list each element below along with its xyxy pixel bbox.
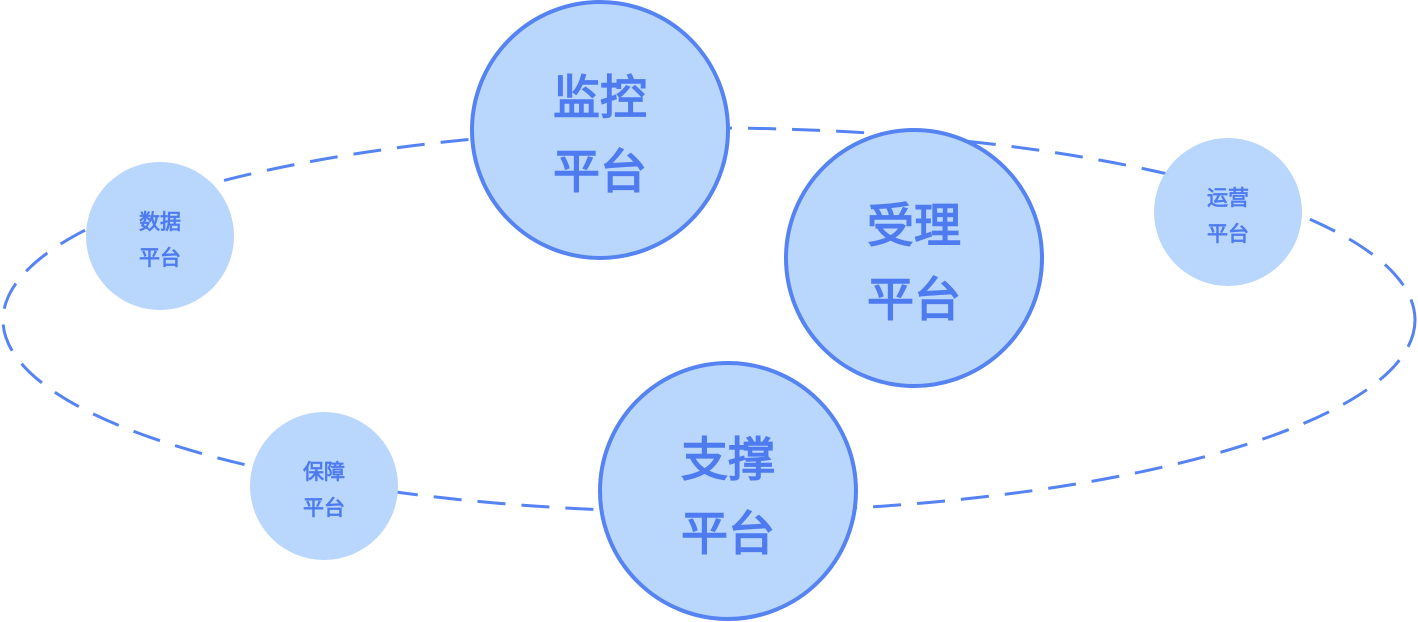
node-accept-label-line2: 平台	[867, 273, 961, 328]
node-guarantee-label-line2: 平台	[303, 496, 345, 520]
node-ops-label-line2: 平台	[1207, 222, 1249, 246]
node-guarantee-label-line1: 保障	[302, 460, 345, 484]
node-data-platform: 数据 平台	[86, 162, 234, 310]
node-ops-label-line1: 运营	[1207, 186, 1249, 210]
node-guarantee-circle	[250, 412, 398, 560]
node-monitor-platform: 监控 平台	[470, 0, 730, 260]
node-data-label-line1: 数据	[139, 210, 181, 234]
node-accept-label-line1: 受理	[867, 199, 961, 254]
node-monitor-label-line2: 平台	[553, 145, 647, 200]
node-monitor-circle	[470, 0, 730, 260]
node-support-circle	[598, 361, 858, 621]
node-support-label-line2: 平台	[681, 507, 775, 562]
node-support-label-line1: 支撑	[681, 433, 775, 488]
node-accept-platform: 受理 平台	[784, 128, 1044, 388]
node-support-platform: 支撑 平台	[598, 361, 858, 621]
node-monitor-label-line1: 监控	[553, 71, 647, 126]
node-data-circle	[86, 162, 234, 310]
node-accept-circle	[784, 128, 1044, 388]
node-guarantee-platform: 保障 平台	[250, 412, 398, 560]
node-ops-circle	[1154, 138, 1302, 286]
node-data-label-line2: 平台	[139, 246, 181, 270]
node-ops-platform: 运营 平台	[1154, 138, 1302, 286]
